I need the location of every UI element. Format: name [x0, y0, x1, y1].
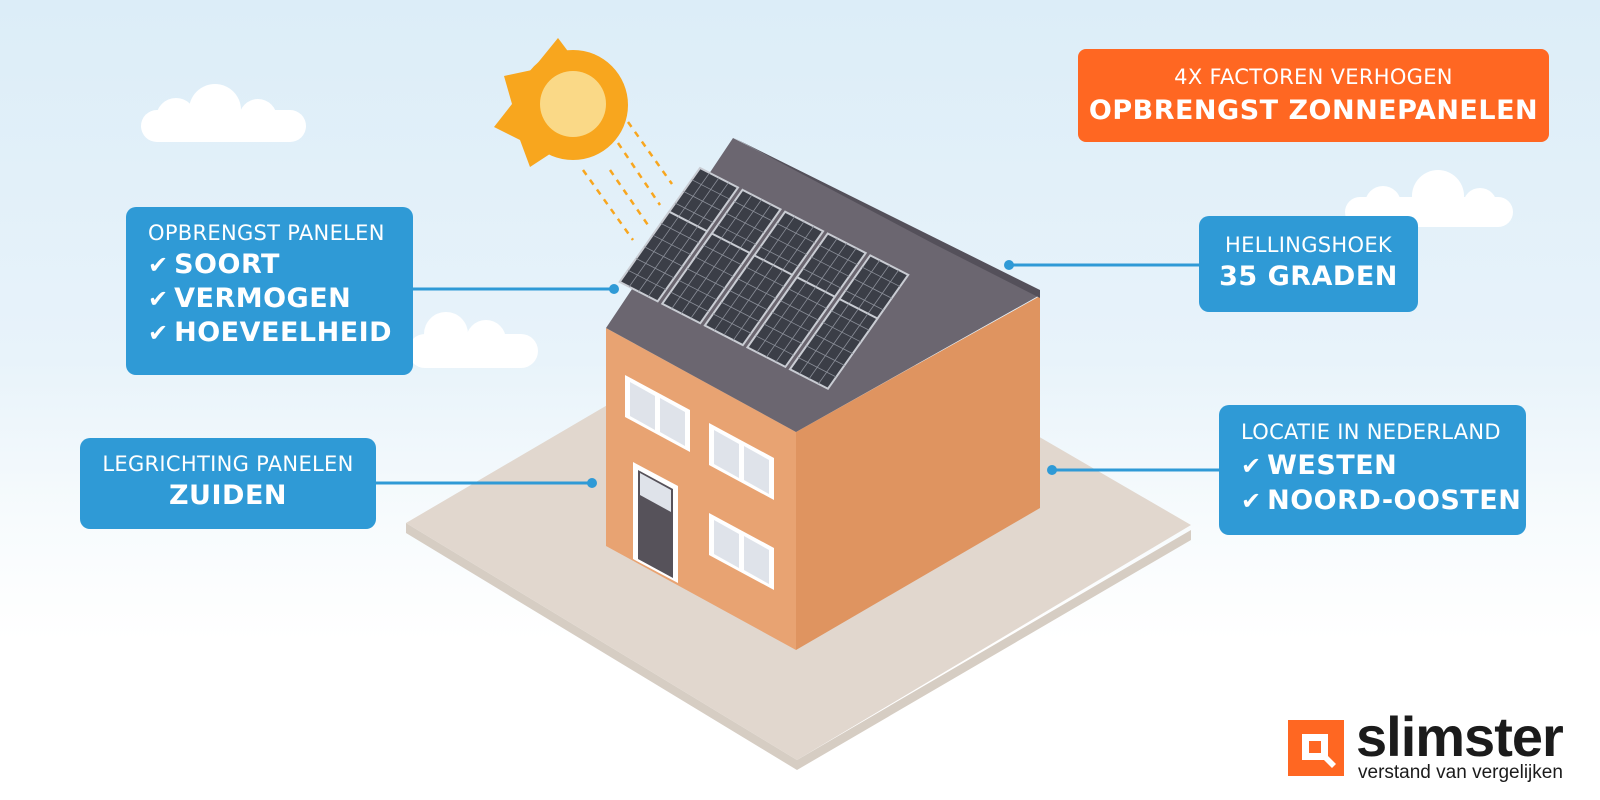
title-banner: 4X FACTOREN VERHOGEN OPBRENGST ZONNEPANE…: [1078, 49, 1549, 142]
solar-panel-gridline: [686, 268, 726, 289]
solar-panel-gridline: [670, 291, 709, 312]
logo-tagline: verstand van vergelijken: [1358, 762, 1563, 783]
solar-panel-gridline: [810, 256, 850, 277]
orange-square-logo-icon: [1288, 720, 1344, 776]
solar-panel-gridline: [695, 256, 734, 277]
door: [633, 462, 678, 583]
windows: [625, 375, 774, 590]
solar-panel-gridline: [780, 300, 819, 321]
cloud-icon: [408, 312, 538, 368]
solar-panel-gridline: [737, 278, 777, 299]
solar-panel-gridline: [636, 258, 675, 279]
solar-panel-gridline: [721, 301, 760, 323]
solar-panel-gridline: [644, 246, 683, 267]
callout-item: WESTEN: [1267, 450, 1398, 481]
solar-panel-gridline: [734, 201, 773, 222]
roof-edge: [734, 138, 1040, 298]
solar-panel-gridline: [627, 269, 667, 291]
solar-panel-gridline: [691, 179, 730, 200]
callout-item: VERMOGEN: [174, 283, 352, 314]
callout-item: HOEVEELHEID: [174, 317, 393, 348]
solar-panel-gridline: [806, 345, 845, 366]
callout-value: ZUIDEN: [168, 480, 287, 511]
solar-panel-gridline: [660, 223, 700, 244]
solar-panel-gridline: [717, 224, 756, 245]
sunlight-rays: [581, 121, 674, 241]
title-line-1: 4X FACTOREN VERHOGEN: [1174, 65, 1453, 89]
window: [625, 375, 690, 452]
solar-panel-gridline: [861, 266, 901, 287]
solar-panel-gridline: [768, 234, 807, 255]
house-side-wall: [796, 296, 1040, 650]
callout-orientation: LEGRICHTING PANELEN ZUIDEN: [80, 438, 376, 529]
callout-heading: LOCATIE IN NEDERLAND: [1241, 420, 1501, 444]
solar-panel-gridline: [814, 333, 853, 354]
solar-panel-gridline: [798, 357, 837, 378]
solar-panel-gridline: [831, 310, 870, 331]
check-icon: ✔: [148, 250, 169, 279]
window: [709, 423, 774, 500]
solar-panel-gridline: [725, 212, 765, 234]
solar-panel-gridline: [703, 244, 742, 266]
sun-icon: [494, 38, 628, 167]
check-icon: ✔: [148, 318, 169, 347]
check-icon: ✔: [1241, 451, 1262, 480]
solar-panel-gridline: [776, 223, 816, 244]
solar-panel-gridline: [652, 234, 691, 255]
solar-panel-gridline: [729, 290, 768, 311]
connector-lines: [375, 260, 1220, 488]
callout-location: LOCATIE IN NEDERLAND ✔ WESTEN ✔ NOORD-OO…: [1219, 405, 1526, 535]
window: [709, 513, 774, 590]
check-icon: ✔: [1241, 486, 1262, 515]
solar-panel-gridline: [678, 279, 717, 301]
solar-panel-gridline: [745, 266, 785, 287]
title-line-2: OPBRENGST ZONNEPANELEN: [1088, 95, 1539, 126]
slimster-logo: slimster verstand van vergelijken: [1288, 705, 1593, 788]
solar-panel-gridline: [683, 191, 722, 212]
callout-item: SOORT: [174, 249, 280, 280]
callout-slope: HELLINGSHOEK 35 GRADEN: [1199, 216, 1418, 312]
callout-heading: HELLINGSHOEK: [1225, 233, 1392, 257]
solar-panel-gridline: [771, 311, 811, 333]
check-icon: ✔: [148, 284, 169, 313]
solar-panel-gridline: [675, 202, 714, 223]
solar-panel-gridline: [845, 290, 884, 311]
solar-panel-gridline: [760, 246, 799, 267]
solar-panel-gridline: [822, 322, 862, 343]
solar-panel-gridline: [763, 323, 803, 344]
solar-panel-gridline: [819, 244, 858, 266]
solar-panel-gridline: [802, 268, 842, 289]
callout-item: NOORD-OOSTEN: [1267, 485, 1522, 516]
cloud-icon: [141, 84, 306, 142]
callout-value: 35 GRADEN: [1219, 261, 1398, 292]
solar-panel-gridline: [712, 313, 752, 334]
logo-wordmark: slimster: [1356, 705, 1564, 768]
solar-panel-array: [618, 166, 910, 391]
solar-panel-gridline: [788, 288, 827, 309]
callout-heading: LEGRICHTING PANELEN: [102, 452, 354, 476]
solar-panel-gridline: [853, 278, 892, 299]
callout-heading: OPBRENGST PANELEN: [148, 221, 385, 245]
solar-panel-gridline: [755, 335, 794, 356]
callout-panel-output: OPBRENGST PANELEN ✔ SOORT ✔ VERMOGEN ✔ H…: [126, 207, 413, 375]
